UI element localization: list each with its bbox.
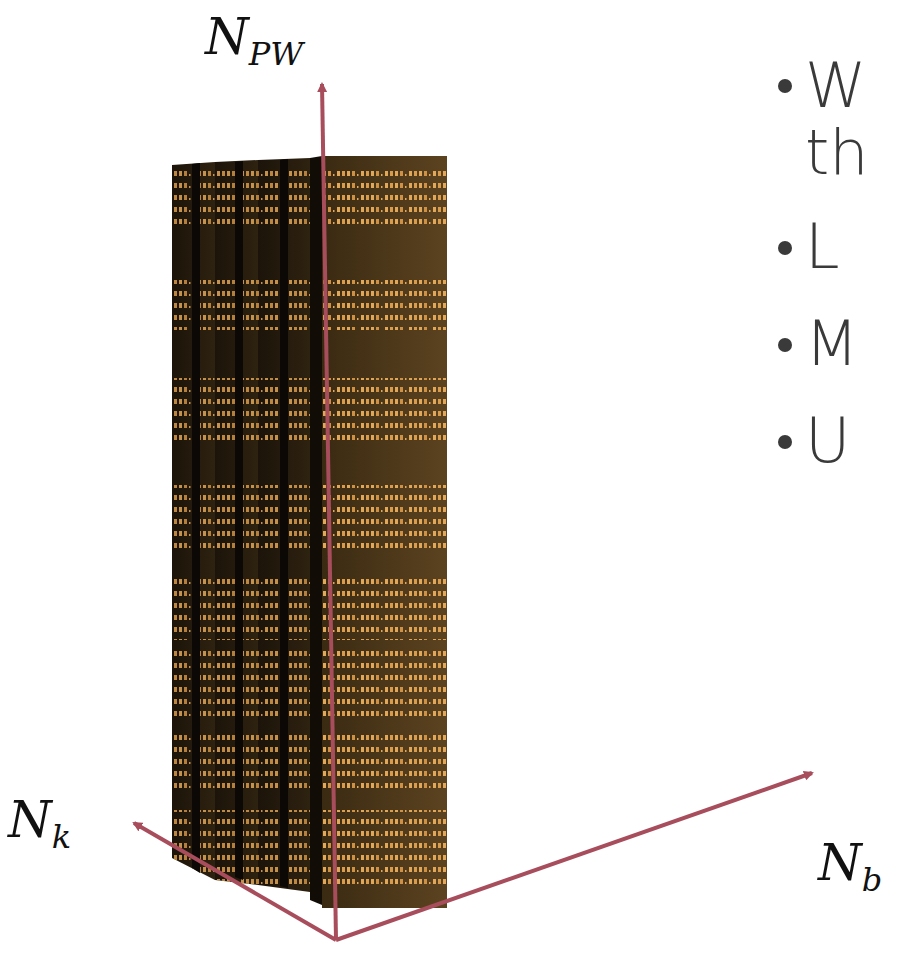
axis-symbol: N [205, 8, 249, 66]
axis-symbol: N [8, 791, 52, 849]
axis-subscript: k [52, 818, 71, 856]
axis-label: NPW [205, 12, 303, 70]
bullet-text: W [805, 55, 866, 117]
axes [134, 84, 812, 940]
axis-label: Nk [8, 795, 71, 853]
axis-label: Nb [818, 838, 882, 896]
bullet-text: U [805, 410, 850, 472]
back-slabs [172, 158, 310, 892]
bullet-text: th [805, 122, 869, 184]
bullet-dots [778, 79, 792, 449]
axis-symbol: N [818, 834, 862, 892]
axis-subscript: PW [249, 35, 303, 73]
axis-subscript: b [862, 861, 882, 899]
bullet-text: L [805, 216, 840, 278]
bullet-text: M [805, 313, 859, 375]
